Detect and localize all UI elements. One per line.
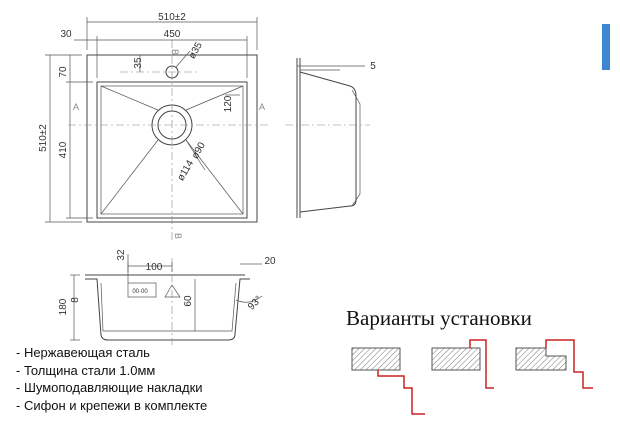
dim-drain-offset-side: 35 xyxy=(133,57,144,69)
dim-rim-thickness: 8 xyxy=(70,297,81,303)
installation-variant-1 xyxy=(351,347,425,415)
dim-drain-outer: ø114 xyxy=(176,158,197,183)
dim-wall-angle: 93° xyxy=(246,294,264,312)
plan-view: 510±2 450 30 ø35 35 B B 510±2 410 70 A A… xyxy=(38,12,270,240)
dim-overall-depth: 510±2 xyxy=(38,124,49,152)
feature-item: - Нержавеющая сталь xyxy=(16,345,150,360)
dim-overall-width: 510±2 xyxy=(158,12,186,23)
blue-accent-tab xyxy=(602,24,610,70)
section-b-top-label: B xyxy=(170,49,180,55)
feature-item: - Шумоподавляющие накладки xyxy=(16,380,203,395)
dim-inner-length: 410 xyxy=(58,141,69,158)
installation-heading: Варианты установки xyxy=(346,306,532,330)
dim-drain-bracket-width: 100 xyxy=(146,262,163,273)
dim-inner-width: 450 xyxy=(164,29,181,40)
dim-drain-offset-top: 70 xyxy=(58,66,69,78)
dim-drain-hole: ø35 xyxy=(187,40,205,61)
dim-drain-height: 60 xyxy=(183,295,194,307)
feature-item: - Толщина стали 1.0мм xyxy=(16,362,156,378)
dim-flange: 30 xyxy=(60,29,72,40)
feature-list: - Нержавеющая сталь - Толщина стали 1.0м… xyxy=(16,344,207,414)
dim-corner-radius: 120 xyxy=(223,95,234,112)
section-b-bottom-label: B xyxy=(173,233,183,239)
dim-bowl-height: 180 xyxy=(58,298,69,315)
dim-drain-bracket-height: 32 xyxy=(116,249,127,261)
dim-drain-inner: ø90 xyxy=(190,140,208,161)
side-section-view: 5 xyxy=(285,58,376,218)
section-a-right-label: A xyxy=(259,102,265,112)
installation-variant-3 xyxy=(515,339,593,389)
plate-mark: 00·00 xyxy=(132,289,148,295)
dim-rim-width: 5 xyxy=(370,61,376,72)
installation-variant-2 xyxy=(431,339,494,389)
feature-item: - Сифон и крепежи в комплекте xyxy=(16,397,208,413)
front-section-view: 00·00 100 32 20 180 8 60 93° xyxy=(58,249,276,345)
dim-edge: 20 xyxy=(264,256,276,267)
section-a-left-label: A xyxy=(73,102,79,112)
